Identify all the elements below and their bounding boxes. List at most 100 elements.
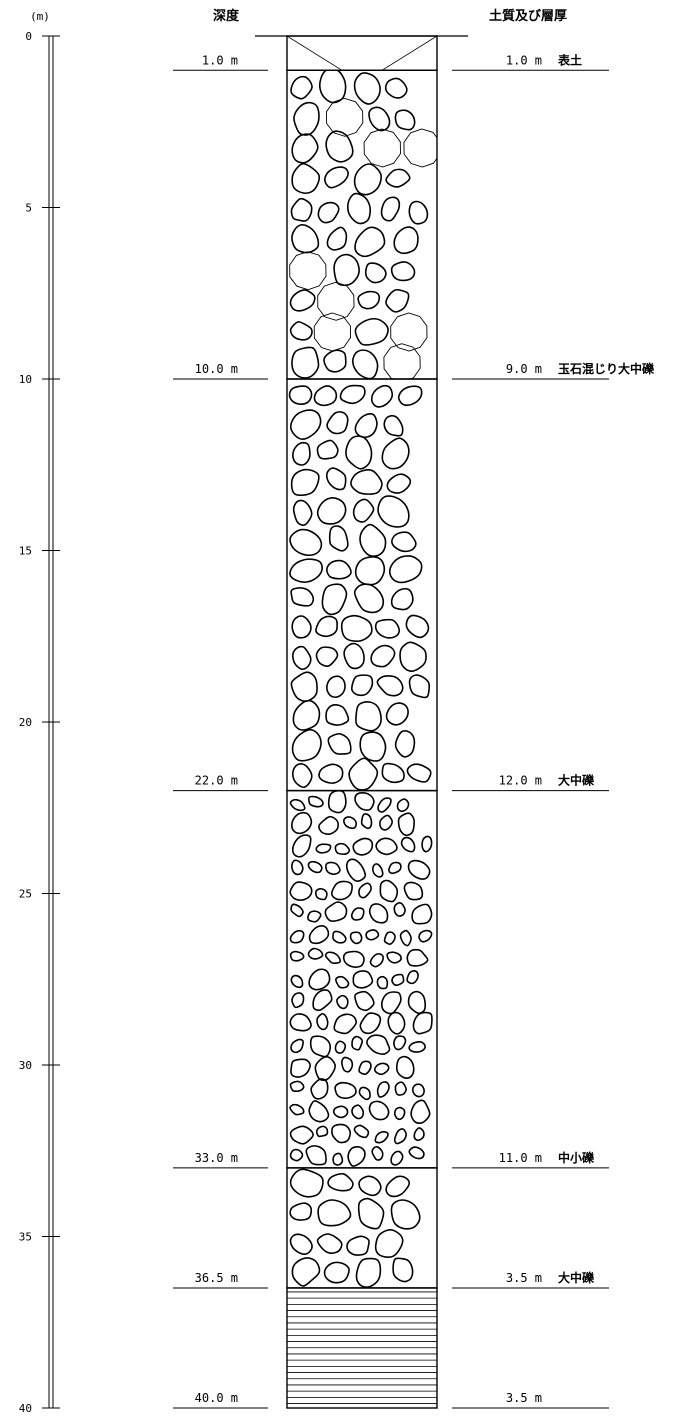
gravel-particle xyxy=(327,790,347,814)
gravel-particle xyxy=(326,675,346,699)
gravel-particle xyxy=(394,730,416,758)
gravel-particle xyxy=(403,881,424,901)
gravel-particle xyxy=(393,902,406,917)
gravel-particle xyxy=(310,1078,329,1100)
gravel-particle xyxy=(399,929,412,947)
gravel-particle xyxy=(357,290,381,310)
gravel-particle xyxy=(290,75,313,100)
gravel-particle xyxy=(379,814,393,831)
gravel-particle xyxy=(316,1012,329,1031)
gravel-particle xyxy=(334,1081,357,1100)
gravel-particle xyxy=(392,1257,414,1283)
gravel-particle xyxy=(381,762,405,784)
gravel-particle xyxy=(396,798,410,813)
gravel-particle xyxy=(374,618,401,639)
gravel-particle xyxy=(352,837,374,856)
gravel-particle xyxy=(353,163,382,196)
gravel-particle xyxy=(393,226,419,255)
gravel-particle xyxy=(377,495,410,528)
gravel-particle xyxy=(332,930,347,944)
gravel-particle xyxy=(374,1062,390,1076)
gravel-particle xyxy=(379,879,399,903)
gravel-particle xyxy=(324,166,349,189)
gravel-particle xyxy=(365,929,380,941)
gravel-particle xyxy=(368,106,391,132)
gravel-particle xyxy=(307,795,324,808)
gravel-particle xyxy=(343,642,365,670)
gravel-particle xyxy=(358,1060,372,1076)
gravel-particle xyxy=(353,583,385,614)
gravel-particle xyxy=(368,903,389,924)
gravel-particle xyxy=(358,882,372,899)
gravel-particle xyxy=(347,192,372,225)
gravel-particle xyxy=(289,528,323,556)
gravel-particle xyxy=(325,703,350,726)
layer-boundary xyxy=(286,1287,438,1409)
gravel-particle xyxy=(292,699,321,731)
gravel-particle xyxy=(370,644,396,668)
thickness-label: 9.0 m xyxy=(506,362,542,376)
depth-label: 36.5 m xyxy=(195,1271,238,1285)
soil-layer-horizontal-lines xyxy=(286,1287,438,1409)
scale-tick-label: 20 xyxy=(19,716,32,729)
gravel-particle xyxy=(292,499,313,526)
gravel-particle xyxy=(291,992,305,1009)
gravel-particle xyxy=(375,837,398,856)
gravel-particle xyxy=(291,162,321,194)
gravel-particle xyxy=(330,880,353,901)
gravel-particle xyxy=(395,1055,415,1079)
gravel-particle xyxy=(412,1011,433,1035)
gravel-particle xyxy=(374,1130,389,1144)
gravel-particle xyxy=(307,860,323,874)
gravel-particle xyxy=(289,1125,314,1145)
soil-type-label: 大中礫 xyxy=(558,1270,595,1285)
gravel-particle xyxy=(371,1145,384,1161)
soil-column xyxy=(255,35,468,1409)
gravel-particle xyxy=(354,226,386,258)
gravel-particle xyxy=(385,168,411,188)
gravel-particle xyxy=(307,947,324,960)
gravel-particle xyxy=(291,133,319,164)
gravel-particle xyxy=(314,1056,336,1081)
gravel-particle xyxy=(366,1034,391,1055)
gravel-particle xyxy=(328,525,349,552)
gravel-particle xyxy=(289,1233,313,1255)
gravel-particle xyxy=(408,1146,425,1160)
gravel-particle xyxy=(345,435,373,470)
depth-column-title: 深度 xyxy=(213,8,240,24)
gravel-particle xyxy=(289,1168,324,1198)
gravel-particle xyxy=(290,197,313,222)
gravel-particle xyxy=(374,1229,404,1258)
gravel-particle xyxy=(336,994,349,1010)
gravel-particle xyxy=(321,583,348,616)
gravel-particle xyxy=(291,615,312,639)
gravel-particle xyxy=(289,1202,313,1221)
unit-label: (m) xyxy=(30,10,50,23)
depth-label: 33.0 m xyxy=(195,1151,238,1165)
gravel-particle xyxy=(393,1035,407,1051)
depth-label: 1.0 m xyxy=(202,53,238,67)
gravel-particle xyxy=(326,467,347,491)
gravel-particle xyxy=(385,288,410,313)
gravel-particle xyxy=(331,1123,351,1144)
boulder-particle xyxy=(363,128,401,168)
gravel-particle xyxy=(308,925,330,945)
depth-label: 22.0 m xyxy=(195,774,238,788)
gravel-particle xyxy=(360,813,373,830)
scale-tick-label: 35 xyxy=(19,1231,32,1244)
gravel-particle xyxy=(410,1099,431,1125)
depth-label: 40.0 m xyxy=(195,1391,238,1405)
gravel-particle xyxy=(411,1083,425,1098)
boulder-particle xyxy=(317,281,355,321)
gravel-particle xyxy=(308,968,331,991)
gravel-particle xyxy=(323,1261,350,1284)
soil-layer-boulders xyxy=(286,69,438,380)
soil-layer-large-gravel xyxy=(286,378,438,792)
boulder-particle xyxy=(403,128,437,168)
gravel-particle xyxy=(335,975,350,989)
gravel-particle xyxy=(381,437,410,470)
